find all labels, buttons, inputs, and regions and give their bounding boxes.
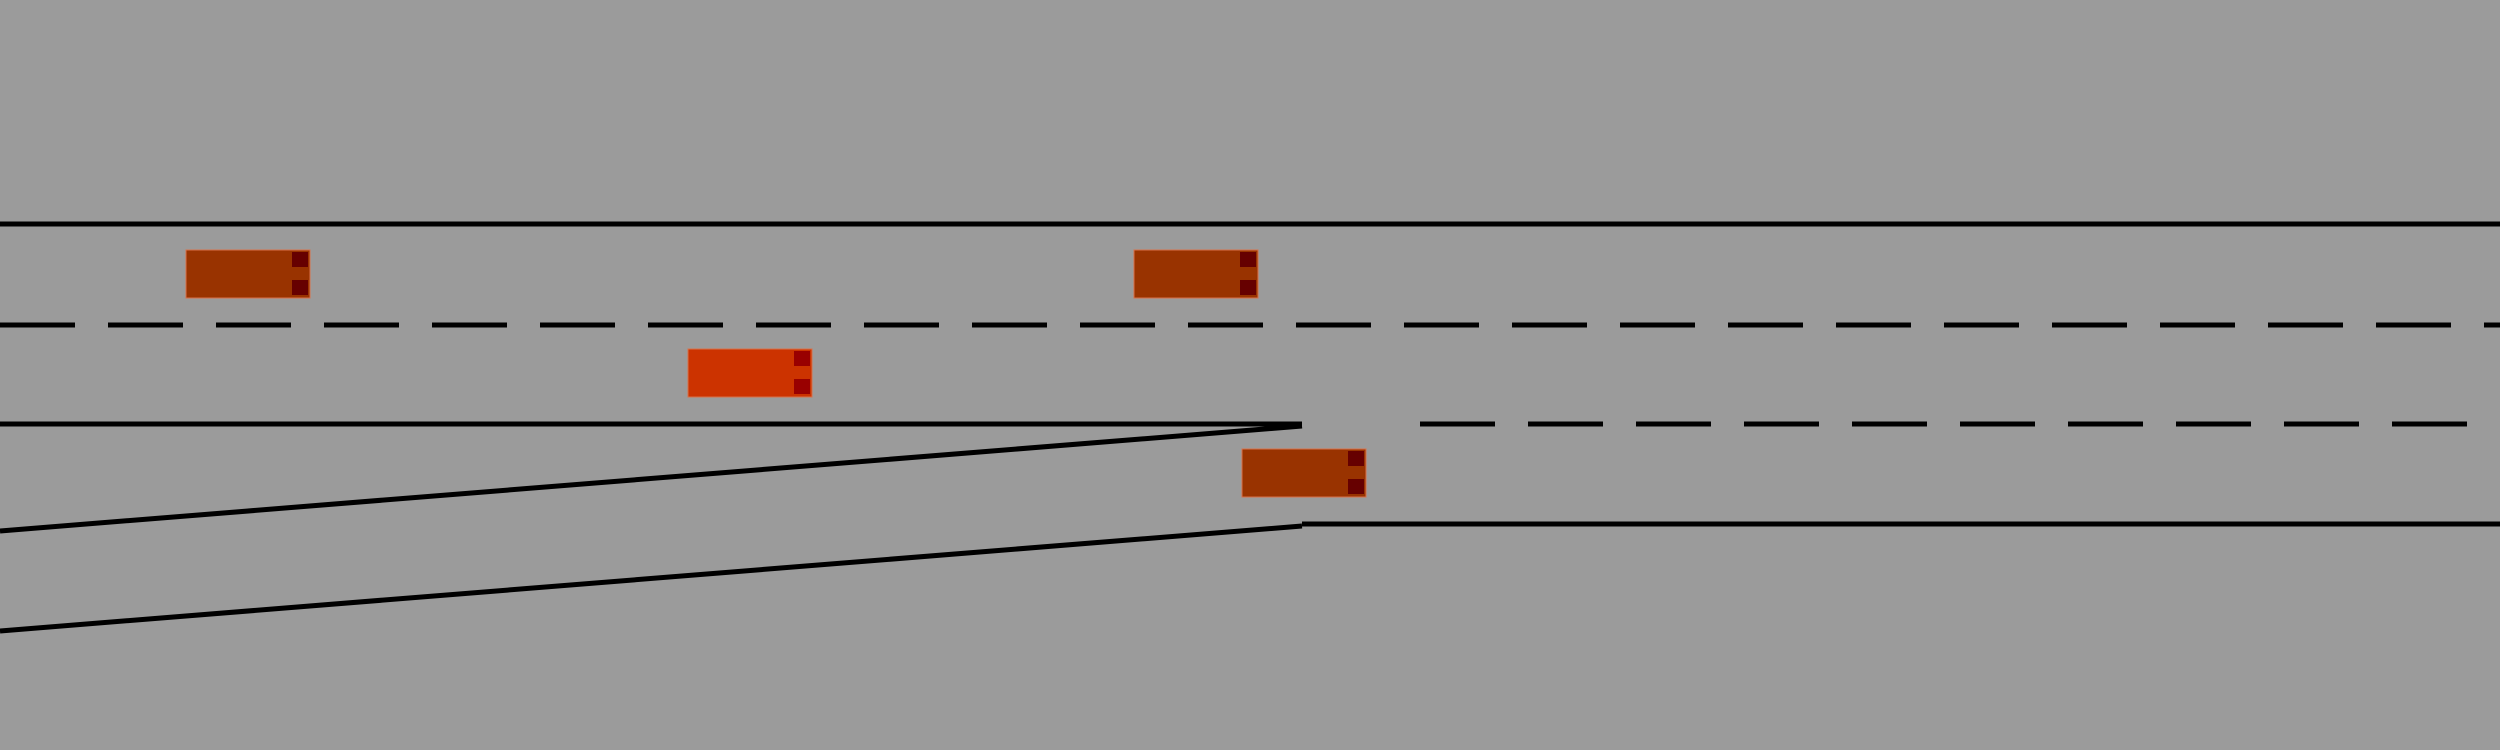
headlight-right: [1348, 479, 1364, 494]
vehicles-layer: [185, 249, 1367, 498]
headlight-left: [1240, 252, 1256, 267]
headlight-right: [292, 280, 308, 295]
vehicle: [1133, 249, 1259, 299]
vehicle-body: [185, 249, 311, 299]
vehicle: [1241, 448, 1367, 498]
ego-vehicle: [687, 348, 813, 398]
headlight-right: [794, 379, 810, 394]
headlight-left: [292, 252, 308, 267]
vehicle-body: [1241, 448, 1367, 498]
headlight-right: [1240, 280, 1256, 295]
vehicle: [185, 249, 311, 299]
headlight-left: [794, 351, 810, 366]
vehicle-body: [687, 348, 813, 398]
ramp-lower-edge: [0, 523, 1303, 634]
ramp-upper-edge: [0, 423, 1303, 534]
vehicle-body: [1133, 249, 1259, 299]
headlight-left: [1348, 451, 1364, 466]
